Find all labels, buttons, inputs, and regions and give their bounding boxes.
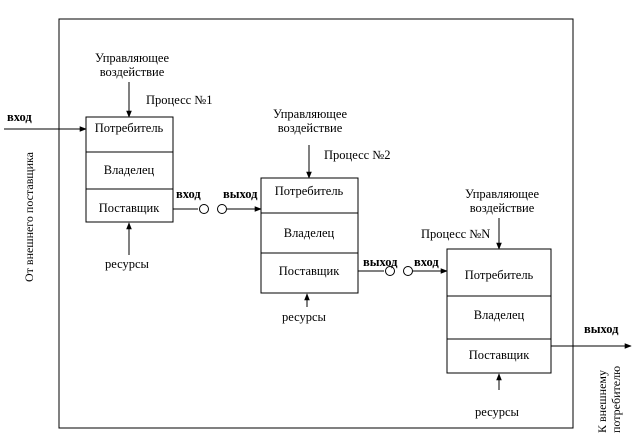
connector-1-node-left — [199, 204, 209, 214]
process-2-row-supplier: Поставщик — [279, 264, 341, 278]
process-2-title: Процесс №2 — [324, 148, 390, 162]
process-2: Управляющее воздействие Процесс №2 Потре… — [260, 107, 390, 324]
process-n-control-line1: Управляющее — [465, 187, 539, 201]
connector-2-node-right — [403, 266, 413, 276]
system-boundary — [58, 18, 574, 429]
process-n-resources: ресурсы — [475, 405, 520, 419]
connector-2-right-label: вход — [414, 255, 439, 269]
connector-2-left-label: выход — [363, 255, 398, 269]
process-2-box — [260, 177, 359, 294]
process-1-control-line2: воздействие — [100, 65, 165, 79]
process-n-title: Процесс №N — [421, 227, 490, 241]
process-n-row-owner: Владелец — [474, 308, 525, 322]
process-n-control-line2: воздействие — [470, 201, 535, 215]
connector-2: выход вход — [358, 255, 448, 276]
connector-1-node-right — [217, 204, 227, 214]
process-2-control-line1: Управляющее — [273, 107, 347, 121]
process-2-control-line2: воздействие — [278, 121, 343, 135]
process-n-box — [446, 248, 552, 374]
process-1-row-supplier: Поставщик — [99, 201, 161, 215]
process-n-row-supplier: Поставщик — [469, 348, 531, 362]
process-2-resources: ресурсы — [282, 310, 327, 324]
process-1-resources: ресурсы — [105, 257, 150, 271]
process-1-title: Процесс №1 — [146, 93, 212, 107]
process-1-control-line1: Управляющее — [95, 51, 169, 65]
process-2-row-owner: Владелец — [284, 226, 335, 240]
external-input-label: вход — [7, 110, 32, 124]
connector-1-right-label: выход — [223, 187, 258, 201]
process-1-row-consumer: Потребитель — [95, 121, 164, 135]
process-n: Управляющее воздействие Процесс №N Потре… — [421, 187, 552, 419]
process-n-row-consumer: Потребитель — [465, 268, 534, 282]
process-1: Управляющее воздействие Процесс №1 Потре… — [85, 51, 212, 271]
process-2-row-consumer: Потребитель — [275, 184, 344, 198]
process-1-box — [85, 116, 174, 223]
from-supplier-label: От внешнего поставщика — [22, 151, 36, 282]
process-1-row-owner: Владелец — [104, 163, 155, 177]
connector-2-node-left — [385, 266, 395, 276]
connector-1-left-label: вход — [176, 187, 201, 201]
to-consumer-label-line1: К внешнему — [595, 370, 609, 433]
connector-1: вход выход — [173, 187, 262, 214]
external-output-label: выход — [584, 322, 619, 336]
to-consumer-label-line2: потребителю — [609, 366, 623, 433]
